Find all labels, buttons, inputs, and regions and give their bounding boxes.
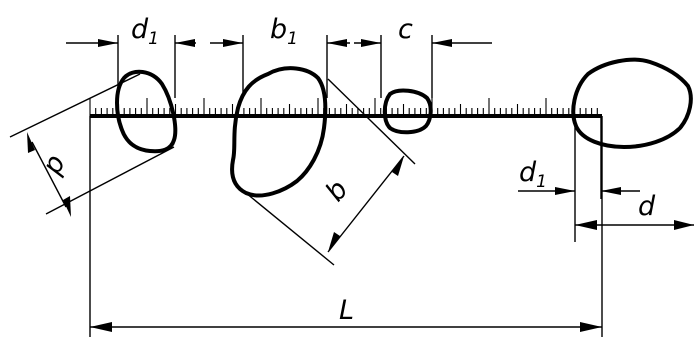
dimension-p-diagonal: p bbox=[9, 73, 175, 217]
dimension-b1-top: b1 bbox=[210, 14, 350, 98]
particle-4 bbox=[571, 57, 693, 149]
dimension-d-right: d1 d bbox=[518, 116, 694, 242]
scale-ticks bbox=[89, 98, 598, 116]
particle-2 bbox=[230, 66, 328, 198]
particle-1 bbox=[115, 69, 178, 154]
label-L-bottom: L bbox=[339, 295, 354, 326]
dimension-c-top: c bbox=[354, 14, 492, 98]
dimension-L-bottom: L bbox=[89, 116, 603, 337]
particle-3 bbox=[382, 88, 433, 135]
label-d-right: d bbox=[638, 191, 656, 222]
dimension-b-diagonal: b bbox=[245, 78, 416, 266]
dimension-d1-top: d1 bbox=[66, 14, 196, 98]
label-b-diagonal: b bbox=[320, 174, 355, 207]
particles bbox=[115, 57, 693, 198]
label-d1-right: d1 bbox=[519, 157, 547, 192]
label-p-diagonal: p bbox=[36, 150, 72, 180]
label-c-top: c bbox=[398, 14, 413, 45]
measuring-scale bbox=[89, 98, 602, 118]
label-d1-top: d1 bbox=[131, 14, 159, 49]
label-b1-top: b1 bbox=[270, 14, 298, 49]
